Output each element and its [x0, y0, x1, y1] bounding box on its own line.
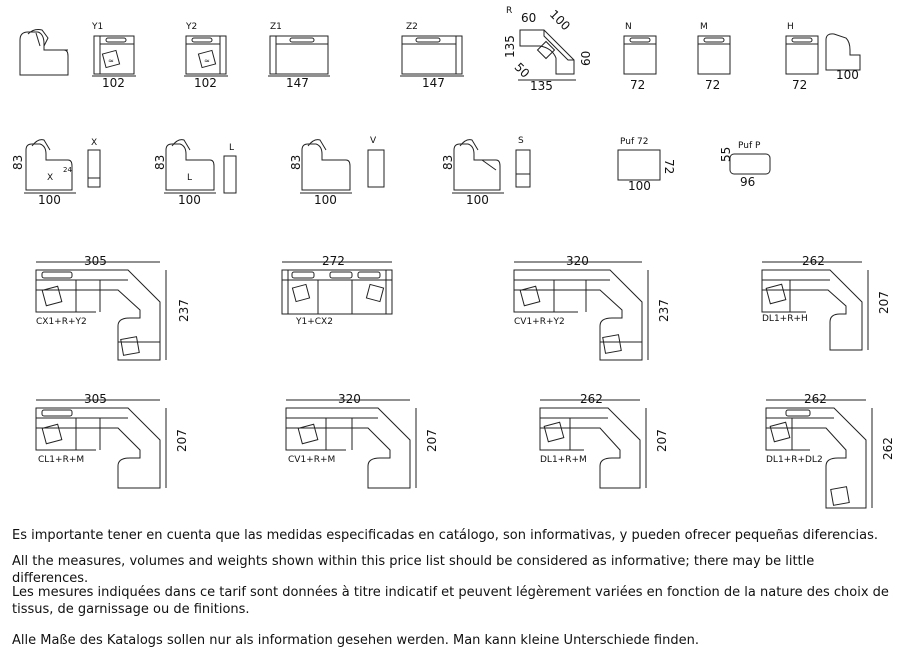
depth-dim: 100 — [178, 193, 201, 207]
corner-label: R — [506, 6, 512, 16]
composition-cl1-r-m: 305 207 CL1+R+M — [35, 392, 189, 489]
composition-cx1-r-y2: 305 237 CX1+R+Y2 — [35, 254, 191, 361]
module-width: 147 — [286, 76, 309, 90]
composition-depth: 207 — [877, 291, 891, 314]
module-y1: Y1 ≈ 102 — [91, 22, 136, 90]
module-label: Y2 — [185, 22, 197, 32]
end-unit-s: 83 100 S — [441, 136, 531, 207]
pouf-width: 96 — [740, 175, 755, 189]
end-unit-label: V — [370, 136, 377, 146]
corner-dim: 135 — [530, 79, 553, 93]
note-french: Les mesures indiquées dans ce tarif sont… — [12, 585, 889, 617]
corner-dim: 60 — [579, 51, 593, 66]
corner-dim: 100 — [547, 7, 573, 33]
pouf-72: Puf 72 72 100 — [617, 137, 676, 193]
composition-name: CL1+R+M — [38, 455, 84, 465]
composition-width: 272 — [322, 254, 345, 268]
module-label: Z2 — [406, 22, 418, 32]
note-english: All the measures, volumes and weights sh… — [12, 554, 815, 586]
composition-width: 262 — [802, 254, 825, 268]
pouf-width: 100 — [628, 179, 651, 193]
composition-width: 262 — [804, 392, 827, 406]
note-spanish: Es importante tener en cuenta que las me… — [12, 528, 879, 543]
composition-name: DL1+R+DL2 — [766, 455, 823, 465]
inner-label: X — [47, 173, 53, 183]
module-z2: Z2 147 — [400, 22, 464, 90]
module-z1: Z1 147 — [268, 22, 330, 90]
end-unit-x: 83 X 24 100 X — [11, 138, 101, 207]
depth-dim: 100 — [38, 193, 61, 207]
module-label: N — [625, 22, 632, 32]
end-unit-l: 83 L 100 L — [153, 139, 237, 207]
composition-depth: 237 — [177, 299, 191, 322]
composition-name: CV1+R+Y2 — [514, 317, 565, 327]
module-width: 72 — [705, 78, 720, 92]
composition-cv1-r-m: 320 207 CV1+R+M — [285, 392, 439, 489]
depth-dim: 100 — [466, 193, 489, 207]
composition-dl1-r-h: 262 207 DL1+R+H — [761, 254, 891, 351]
corner-dim: 60 — [521, 11, 536, 25]
module-label: Z1 — [270, 22, 282, 32]
end-unit-label: X — [91, 138, 97, 148]
composition-name: CX1+R+Y2 — [36, 317, 87, 327]
module-corner-r: R 60 100 135 60 50 135 — [503, 6, 593, 93]
pouf-depth: 55 — [719, 147, 733, 162]
module-width: 72 — [792, 78, 807, 92]
composition-name: DL1+R+M — [540, 455, 587, 465]
height-dim: 83 — [11, 155, 25, 170]
svg-text:24: 24 — [63, 166, 72, 174]
module-h: H 72 100 — [785, 22, 861, 92]
pouf-label: Puf 72 — [620, 137, 648, 147]
composition-depth: 207 — [655, 429, 669, 452]
end-unit-label: S — [518, 136, 524, 146]
corner-dim: 50 — [512, 60, 533, 81]
svg-text:≈: ≈ — [108, 57, 114, 65]
depth-dim: 100 — [314, 193, 337, 207]
composition-width: 262 — [580, 392, 603, 406]
composition-name: Y1+CX2 — [295, 317, 333, 327]
modules-diagram: Y1 ≈ 102 Y2 ≈ 102 Z1 147 Z2 1 — [11, 6, 895, 509]
height-dim: 83 — [289, 155, 303, 170]
corner-dim: 135 — [503, 35, 517, 58]
end-unit-v: 83 100 V — [289, 136, 385, 207]
composition-width: 305 — [84, 254, 107, 268]
module-n: N 72 — [623, 22, 657, 92]
composition-width: 320 — [566, 254, 589, 268]
module-side-profile — [19, 29, 69, 76]
module-width: 102 — [102, 76, 125, 90]
pouf-label: Puf P — [738, 141, 761, 151]
composition-depth: 207 — [425, 429, 439, 452]
pouf-p: Puf P 55 96 — [719, 141, 771, 189]
composition-dl1-r-dl2: 262 262 DL1+R+DL2 — [765, 392, 895, 509]
composition-name: CV1+R+M — [288, 455, 335, 465]
composition-width: 305 — [84, 392, 107, 406]
module-label: M — [700, 22, 708, 32]
module-width: 147 — [422, 76, 445, 90]
composition-y1-cx2: 272 Y1+CX2 — [281, 254, 393, 327]
module-width: 102 — [194, 76, 217, 90]
svg-text:≈: ≈ — [204, 57, 210, 65]
module-m: M 72 — [697, 22, 731, 92]
composition-dl1-r-m: 262 207 DL1+R+M — [539, 392, 669, 489]
composition-depth: 262 — [881, 437, 895, 460]
inner-label: L — [187, 173, 192, 183]
pouf-depth: 72 — [662, 159, 676, 174]
module-y2: Y2 ≈ 102 — [184, 22, 228, 90]
height-dim: 83 — [441, 155, 455, 170]
side-profile-dim: 100 — [836, 68, 859, 82]
composition-depth: 207 — [175, 429, 189, 452]
module-label: Y1 — [91, 22, 103, 32]
composition-depth: 237 — [657, 299, 671, 322]
height-dim: 83 — [153, 155, 167, 170]
composition-width: 320 — [338, 392, 361, 406]
end-unit-label: L — [229, 143, 234, 153]
note-german: Alle Maße des Katalogs sollen nur als in… — [12, 633, 699, 648]
composition-cv1-r-y2: 320 237 CV1+R+Y2 — [513, 254, 671, 361]
composition-name: DL1+R+H — [762, 314, 808, 324]
module-label: H — [787, 22, 794, 32]
module-width: 72 — [630, 78, 645, 92]
